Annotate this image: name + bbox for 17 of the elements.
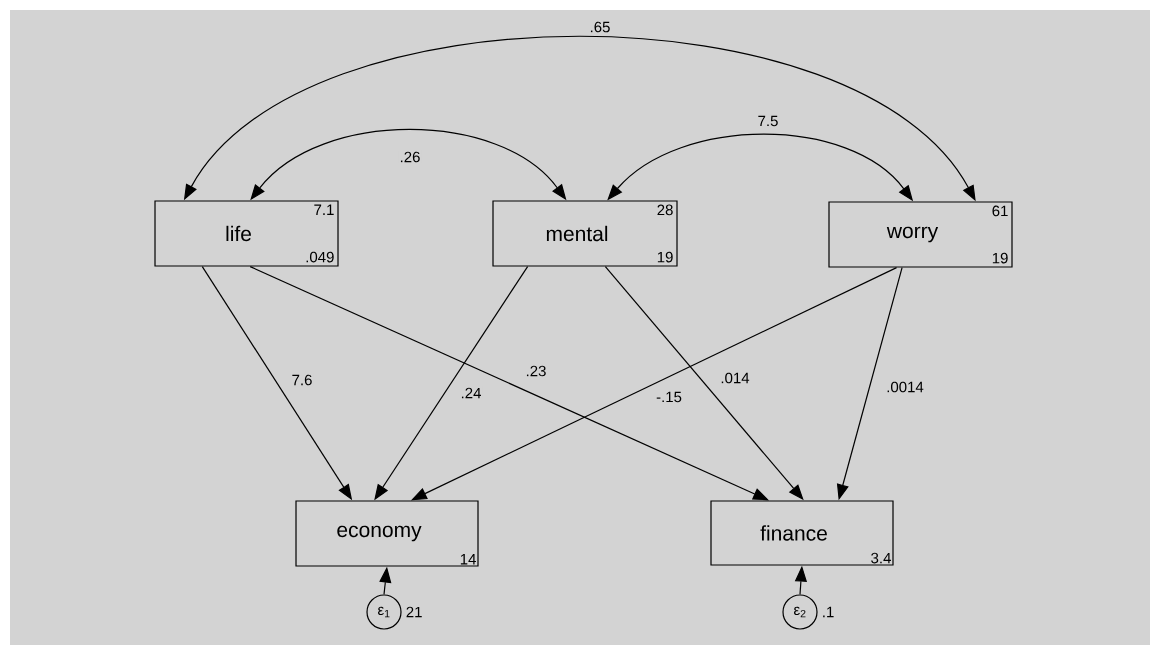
- edge-label: .23: [524, 364, 548, 378]
- edge-label: .0014: [884, 380, 926, 394]
- edge-label: 7.6: [290, 373, 314, 387]
- edge-label: .65: [588, 20, 612, 34]
- edge-label: .014: [718, 371, 752, 385]
- variable-box: worry 61 19: [828, 201, 1013, 268]
- edge-label: .26: [398, 150, 422, 164]
- variance-label: 21: [406, 606, 422, 618]
- path-arrow: [249, 266, 769, 501]
- variable-box: mental 28 19: [492, 200, 678, 267]
- variable-box: life 7.1 .049: [154, 200, 339, 267]
- variable-box: economy 14: [295, 500, 479, 567]
- variance-label: .1: [823, 606, 834, 618]
- edge-label: -.15: [654, 390, 684, 404]
- edge-label: 7.5: [756, 114, 780, 128]
- variable-box: finance 3.4: [710, 500, 894, 566]
- edge-label: .24: [459, 386, 483, 400]
